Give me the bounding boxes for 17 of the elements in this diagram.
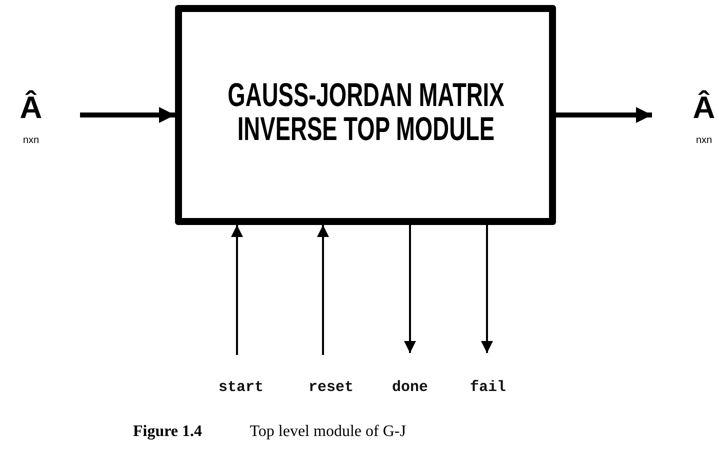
figure-caption: Figure 1.4 Top level module of G-J <box>133 422 406 442</box>
arrow <box>404 225 416 353</box>
signal-label: done <box>392 379 428 397</box>
module-title: GAUSS-JORDAN MATRIX INVERSE TOP MODULE <box>226 78 505 146</box>
size-label: nxn <box>696 135 712 147</box>
signal-label: fail <box>470 379 506 397</box>
arrow <box>481 225 493 353</box>
arrow <box>556 107 652 123</box>
size-label: nxn <box>22 135 40 147</box>
signal-label: start <box>218 379 264 397</box>
module-box <box>175 5 556 225</box>
matrix-symbol: Â <box>18 90 44 126</box>
arrow <box>80 107 175 123</box>
signal-label: reset <box>308 379 354 397</box>
matrix-symbol: Â <box>692 90 716 126</box>
arrow <box>317 225 329 355</box>
arrow <box>231 225 243 355</box>
